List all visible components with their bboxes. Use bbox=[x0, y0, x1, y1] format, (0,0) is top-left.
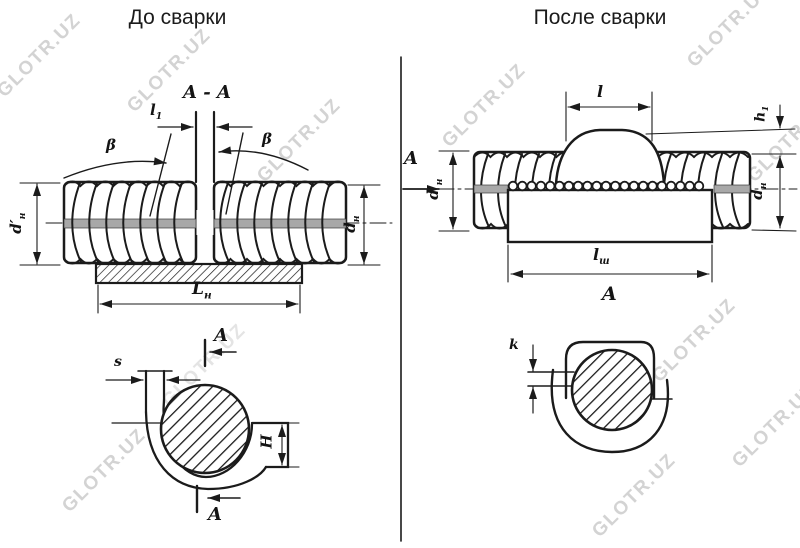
dim-label-dn-right-fig-sub: н bbox=[757, 182, 769, 190]
after-welding-view-a bbox=[527, 340, 673, 454]
rebar-cross-section bbox=[159, 383, 251, 475]
before-welding-side-view bbox=[19, 110, 393, 314]
dim-label-dn-prime-left-base: d′ bbox=[6, 219, 25, 234]
weld-bead-row bbox=[507, 180, 705, 192]
dim-dia-left bbox=[19, 182, 61, 266]
dim-label-dn-prime-left-sub: н bbox=[16, 212, 28, 220]
dim-label-dn-prime-right-fig-base: d′ bbox=[423, 185, 442, 200]
dim-beta-left bbox=[63, 133, 172, 217]
rebar-left bbox=[62, 180, 198, 265]
dim-label-dn-right: dн bbox=[340, 202, 362, 246]
dim-label-weld-l: l bbox=[597, 82, 604, 101]
dim-dia-left bbox=[438, 150, 470, 232]
dim-label-Ln: Lн bbox=[192, 281, 212, 301]
section-arrow-bottom bbox=[195, 484, 241, 514]
backing-plate bbox=[94, 262, 304, 285]
dim-label-lsh-sub: ш bbox=[599, 256, 610, 268]
dim-label-Ln-base: L bbox=[192, 279, 204, 299]
dim-weld-length bbox=[565, 91, 653, 142]
dim-reinforcement-h1 bbox=[645, 104, 797, 155]
dim-label-dn-right-fig: dн bbox=[747, 169, 769, 213]
dim-seam-length bbox=[507, 244, 713, 283]
section-arrow-top bbox=[203, 338, 237, 368]
dim-label-dn-right-base: d bbox=[340, 222, 359, 233]
dim-label-Ln-sub: н bbox=[203, 289, 212, 302]
dim-label-beta-right: β bbox=[262, 130, 272, 148]
dim-label-l1-base: l bbox=[150, 101, 156, 119]
view-a-label: A bbox=[602, 283, 617, 305]
dim-label-H: H bbox=[257, 434, 276, 449]
dim-label-lsh-base: l bbox=[593, 245, 600, 264]
dim-label-dn-right-sub: н bbox=[350, 215, 362, 223]
title-before-welding: До сварки bbox=[128, 6, 227, 29]
view-arrow-label: A bbox=[404, 148, 418, 169]
title-after-welding: После сварки bbox=[533, 6, 667, 29]
section-view-arrow-bottom-label: A bbox=[208, 504, 222, 525]
dim-dia-right bbox=[751, 155, 797, 232]
dim-beta-right bbox=[218, 132, 309, 215]
rebar-right bbox=[212, 180, 348, 265]
dim-label-dn-prime-right-fig-sub: н bbox=[433, 178, 445, 186]
dim-label-h1: h1 bbox=[752, 92, 772, 136]
section-view-arrow-top-label: A bbox=[214, 325, 228, 346]
dim-dia-right bbox=[347, 184, 381, 266]
before-welding-section-view bbox=[105, 338, 300, 514]
dim-label-l1-sub: 1 bbox=[155, 111, 163, 122]
dim-label-lsh: lш bbox=[593, 247, 610, 267]
dim-label-dn-right-fig-base: d bbox=[747, 189, 766, 200]
dim-label-h1-sub: 1 bbox=[761, 105, 772, 112]
section-aa-label: A - A bbox=[183, 82, 231, 103]
channel-plate-side bbox=[506, 188, 714, 244]
dim-label-dn-prime-right-fig: d′н bbox=[423, 167, 445, 211]
dim-label-dn-prime-left: d′н bbox=[6, 201, 28, 245]
dim-plate-length bbox=[97, 284, 301, 314]
weld-dome bbox=[554, 128, 666, 186]
dim-label-l1: l1 bbox=[150, 101, 163, 122]
dim-label-k: k bbox=[509, 337, 519, 353]
after-welding-side-view bbox=[402, 91, 798, 283]
dim-label-h1-base: h bbox=[752, 111, 769, 122]
gap-edges bbox=[194, 110, 216, 235]
dim-label-s: s bbox=[114, 354, 122, 370]
dim-label-beta-left: β bbox=[106, 136, 116, 154]
rebar-cross-section bbox=[570, 348, 654, 432]
